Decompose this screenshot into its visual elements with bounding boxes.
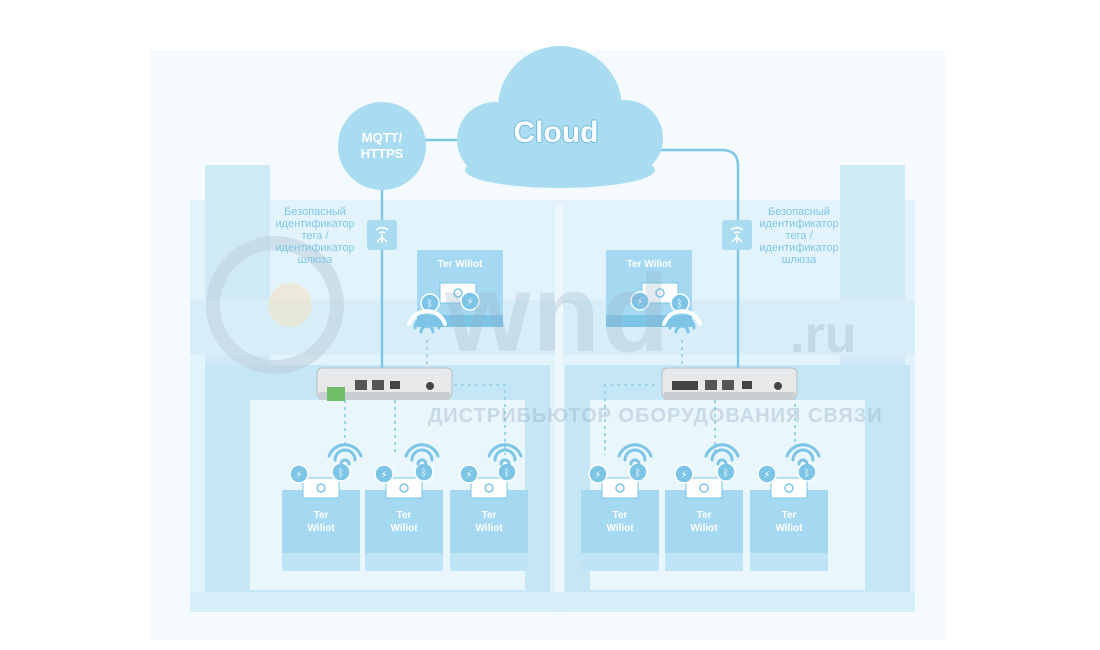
tag-box-bottom-3 xyxy=(450,490,528,571)
gateway-left xyxy=(316,367,453,401)
cloud-shape xyxy=(457,46,663,188)
security-note-left-line: идентификатор xyxy=(275,218,355,230)
cloud-label: Cloud xyxy=(513,116,599,149)
svg-text:ᛒ: ᛒ xyxy=(677,299,683,310)
tag-box-bottom-5 xyxy=(665,490,743,571)
tag-label-line2: Wiliot xyxy=(390,523,418,534)
svg-text:⚡: ⚡ xyxy=(763,470,770,481)
tag-label-line1: Ter xyxy=(481,510,497,521)
svg-text:ᛒ: ᛒ xyxy=(421,468,427,479)
tag-label-bottom-2: Ter Wiliot xyxy=(365,509,443,535)
security-note-right-line: тега / xyxy=(785,230,813,242)
security-note-right-line: Безопасный xyxy=(768,206,830,218)
security-note-left-line: тега / xyxy=(301,230,329,242)
tag-label-line1: Ter xyxy=(612,510,628,521)
tag-label-line1: Ter xyxy=(781,510,797,521)
svg-text:ᛒ: ᛒ xyxy=(723,468,729,479)
watermark-logo xyxy=(206,236,344,374)
tag-label-line2: Wiliot xyxy=(307,523,335,534)
tag-label-line1: Ter xyxy=(696,510,712,521)
security-note-right-line: идентификатор xyxy=(759,242,839,254)
tag-label-bottom-1: Ter Wiliot xyxy=(282,509,360,535)
protocol-label-line2: HTTPS xyxy=(360,146,404,161)
svg-text:ᛒ: ᛒ xyxy=(504,468,510,479)
antenna-icon-right xyxy=(722,220,752,250)
svg-text:⚡: ⚡ xyxy=(380,470,387,481)
tag-label-bottom-5: Ter Wiliot xyxy=(665,509,743,535)
tag-badges-bottom: ⚡ ᛒ ⚡ ᛒ ⚡ ᛒ ⚡ ᛒ xyxy=(289,462,817,499)
dotted-links xyxy=(344,340,796,455)
tag-badge-shelf-right: ⚡ ᛒ xyxy=(630,282,690,313)
protocol-circle xyxy=(338,102,426,190)
svg-text:ᛒ: ᛒ xyxy=(427,299,433,310)
tag-badge-shelf-left: ᛒ ⚡ xyxy=(420,282,480,313)
watermark-domain: .ru xyxy=(790,306,857,364)
tag-label-line1: Ter xyxy=(313,510,329,521)
security-note-left-line: шлюза xyxy=(297,254,333,266)
svg-text:ᛒ: ᛒ xyxy=(338,468,344,479)
shelf-tag-left-title: Ter Wiliot xyxy=(437,259,483,270)
tag-label-line2: Wiliot xyxy=(775,523,803,534)
svg-text:ᛒ: ᛒ xyxy=(635,468,641,479)
gateway-right xyxy=(661,367,798,400)
security-note-right: Безопасный идентификатор тега / идентифи… xyxy=(744,206,854,266)
tag-label-bottom-6: Ter Wiliot xyxy=(750,509,828,535)
tag-box-bottom-1 xyxy=(282,490,360,571)
svg-text:⚡: ⚡ xyxy=(594,470,601,481)
tag-label-line2: Wiliot xyxy=(475,523,503,534)
tag-box-bottom-4 xyxy=(581,490,659,571)
security-note-left: Безопасный идентификатор тега / идентифи… xyxy=(260,206,370,266)
tag-label-line2: Wiliot xyxy=(690,523,718,534)
watermark-tagline: ДИСТРИБЬЮТОР ОБОРУДОВАНИЯ СВЯЗИ xyxy=(428,405,883,427)
protocol-label-line1: MQTT/ xyxy=(361,130,403,145)
tag-box-bottom-2 xyxy=(365,490,443,571)
tag-label-bottom-3: Ter Wiliot xyxy=(450,509,528,535)
protocol-label: MQTT/ HTTPS xyxy=(348,130,416,162)
svg-text:⚡: ⚡ xyxy=(680,470,687,481)
svg-text:⚡: ⚡ xyxy=(465,470,472,481)
tag-box-bottom-6 xyxy=(750,490,828,571)
svg-text:ᛒ: ᛒ xyxy=(804,468,810,479)
svg-text:⚡: ⚡ xyxy=(466,297,473,308)
watermark-brand: wnd xyxy=(445,252,671,375)
antenna-icon-left xyxy=(367,220,397,250)
tag-label-bottom-4: Ter Wiliot xyxy=(581,509,659,535)
security-note-right-line: шлюза xyxy=(781,254,817,266)
security-note-right-line: идентификатор xyxy=(759,218,839,230)
tag-label-line1: Ter xyxy=(396,510,412,521)
shelf-tag-right-title: Ter Wiliot xyxy=(626,259,672,270)
security-note-left-line: идентификатор xyxy=(275,242,355,254)
security-note-left-line: Безопасный xyxy=(284,206,346,218)
svg-text:⚡: ⚡ xyxy=(295,470,302,481)
wireless-wave-icons xyxy=(327,309,821,466)
tag-label-line2: Wiliot xyxy=(606,523,634,534)
svg-text:⚡: ⚡ xyxy=(636,297,643,308)
